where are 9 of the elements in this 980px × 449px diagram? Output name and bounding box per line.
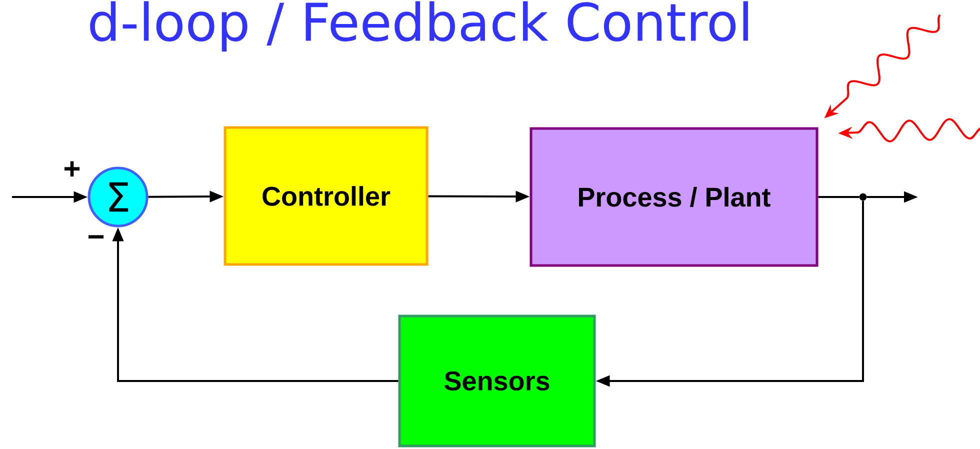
slide-title: d-loop / Feedback Control (90, 1, 748, 52)
connector-line (818, 196, 860, 198)
controller-box: Controller (224, 126, 428, 266)
summing-junction: Σ (88, 166, 148, 228)
process-box: Process / Plant (530, 127, 818, 267)
sensors-box: Sensors (398, 314, 596, 448)
sign-label: − (88, 235, 104, 238)
sign-label: + (64, 161, 80, 176)
junction-dot (859, 193, 867, 201)
